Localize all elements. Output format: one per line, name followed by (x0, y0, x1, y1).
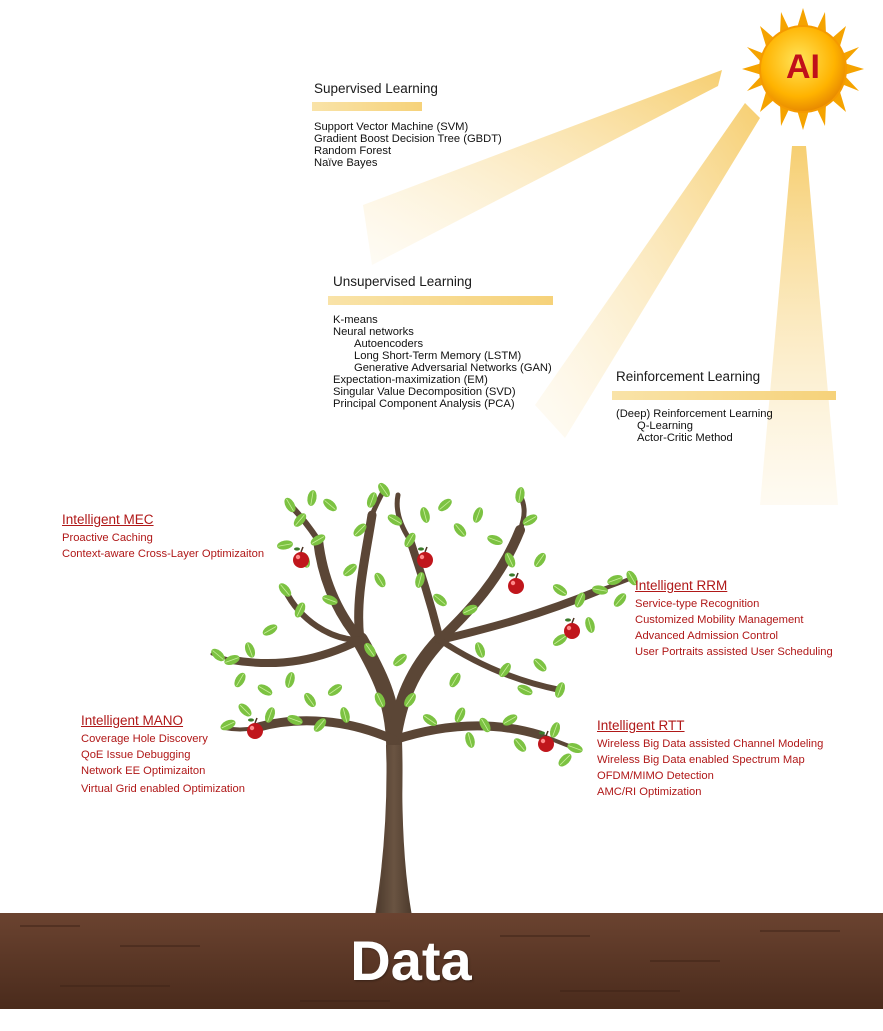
app-item: Network EE Optimizaiton (81, 765, 206, 777)
apple-icon (538, 730, 554, 752)
reinforcement-title: Reinforcement Learning (616, 369, 761, 384)
supervised-item: Support Vector Machine (SVM) (314, 121, 469, 133)
supervised-item: Gradient Boost Decision Tree (GBDT) (314, 133, 502, 145)
app-item: Customized Mobility Management (635, 614, 804, 626)
app-title-rtt: Intelligent RTT (597, 718, 685, 733)
app-item: Wireless Big Data enabled Spectrum Map (597, 754, 805, 766)
app-item: Wireless Big Data assisted Channel Model… (597, 738, 824, 750)
beam-unsupervised (535, 103, 760, 438)
app-item: User Portraits assisted User Scheduling (635, 646, 833, 658)
apple-icon (293, 546, 309, 568)
supervised-title: Supervised Learning (314, 81, 438, 96)
unsupervised-item: Singular Value Decomposition (SVD) (333, 386, 516, 398)
app-title-mano: Intelligent MANO (81, 713, 184, 728)
sun-label: AI (786, 48, 820, 86)
reinforcement-item: Actor-Critic Method (637, 432, 733, 444)
apple-icon (417, 546, 433, 568)
app-title-rrm: Intelligent RRM (635, 578, 728, 593)
app-item: Advanced Admission Control (635, 630, 779, 642)
beam-reinforcement (760, 146, 838, 505)
soil-label: Data (350, 929, 472, 992)
app-item: Virtual Grid enabled Optimization (81, 783, 245, 795)
unsupervised-item: Long Short-Term Memory (LSTM) (354, 350, 522, 362)
app-item: QoE Issue Debugging (81, 749, 191, 761)
app-item: Coverage Hole Discovery (81, 733, 208, 745)
unsupervised-underline (328, 296, 553, 305)
unsupervised-item: K-means (333, 314, 378, 326)
app-item: Service-type Recognition (635, 598, 760, 610)
apple-icon (508, 572, 524, 594)
unsupervised-item: Autoencoders (354, 338, 424, 350)
supervised-underline (312, 102, 422, 111)
app-item: OFDM/MIMO Detection (597, 770, 714, 782)
app-item: Context-aware Cross-Layer Optimizaiton (62, 548, 265, 560)
supervised-item: Naïve Bayes (314, 157, 378, 169)
reinforcement-item: Q-Learning (637, 420, 693, 432)
app-item: AMC/RI Optimization (597, 786, 702, 798)
apples (247, 546, 580, 752)
unsupervised-item: Expectation-maximization (EM) (333, 374, 488, 386)
unsupervised-item: Principal Component Analysis (PCA) (333, 398, 515, 410)
apple-icon (247, 717, 263, 739)
reinforcement-item: (Deep) Reinforcement Learning (616, 408, 773, 420)
reinforcement-underline (612, 391, 836, 400)
unsupervised-title: Unsupervised Learning (333, 274, 472, 289)
tree (210, 487, 634, 924)
soil (0, 913, 883, 1009)
unsupervised-item: Neural networks (333, 326, 414, 338)
app-item: Proactive Caching (62, 532, 153, 544)
beam-supervised (363, 70, 722, 265)
app-title-mec: Intelligent MEC (62, 512, 154, 527)
apple-icon (564, 617, 580, 639)
sun-icon (742, 8, 864, 130)
supervised-item: Random Forest (314, 145, 392, 157)
unsupervised-item: Generative Adversarial Networks (GAN) (354, 362, 552, 374)
